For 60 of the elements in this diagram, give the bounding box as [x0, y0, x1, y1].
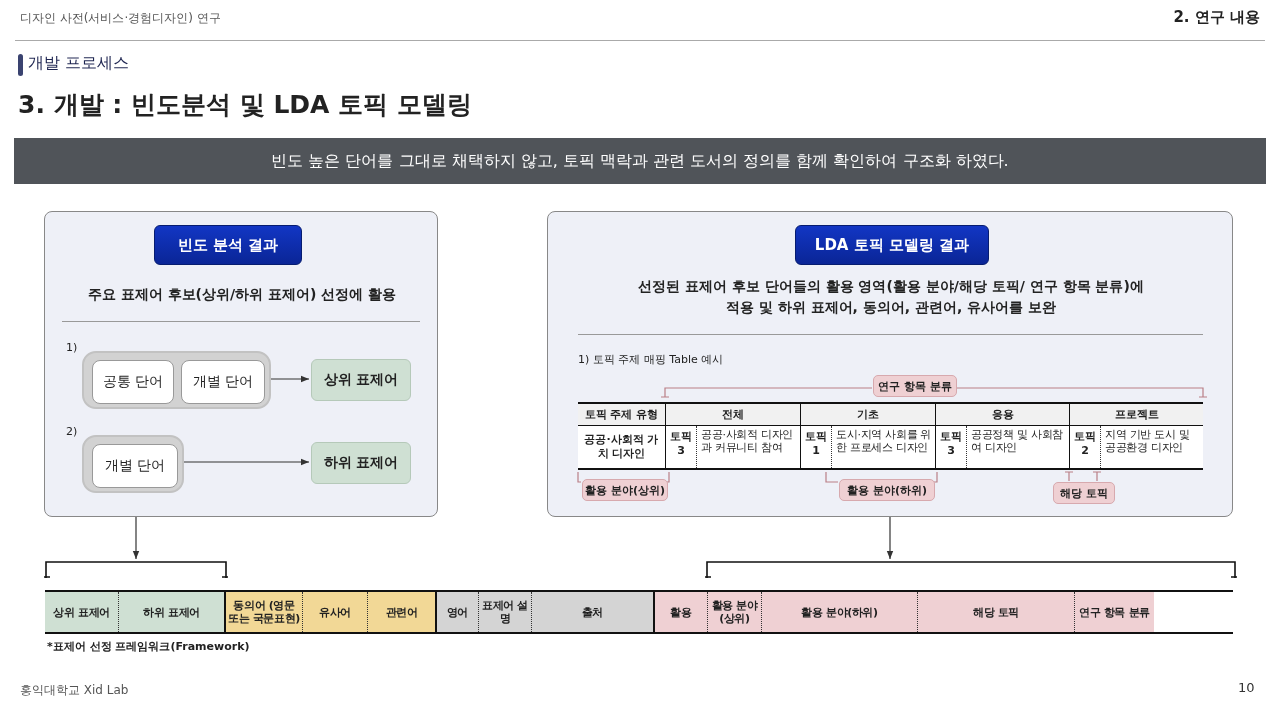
- page-number: 10: [1238, 680, 1255, 695]
- header-text: 디자인 사전(서비스·경험디자인) 연구: [20, 10, 221, 27]
- table-cell: 출처: [531, 592, 653, 632]
- table-header-cell: 기초: [800, 404, 935, 426]
- table-cell: 토픽 1: [800, 426, 832, 468]
- table-cell-text: 공공·사회적 디자인과 커뮤니티 참여: [700, 427, 794, 456]
- table-cell: 활용 분야(상위): [707, 592, 761, 632]
- panel-card: [44, 211, 438, 517]
- page-title: 3. 개발 : 빈도분석 및 LDA 토픽 모델링: [18, 89, 472, 121]
- table-cell: 표제어 설명: [478, 592, 531, 632]
- footnote: *표제어 선정 프레임워크(Framework): [47, 639, 250, 654]
- table-cell: 활용 분야(하위): [761, 592, 917, 632]
- arrow: [270, 375, 310, 383]
- term-box: 상위 표제어: [311, 359, 411, 401]
- table-cell: 상위 표제어: [45, 592, 118, 632]
- panel-subtitle: 주요 표제어 후보(상위/하위 표제어) 선정에 활용: [86, 285, 398, 304]
- subsection-label: 개발 프로세스: [28, 53, 130, 74]
- heading-pill: 빈도 분석 결과: [154, 225, 302, 265]
- bracket: [44, 560, 228, 578]
- table-caption: 1) 토픽 주제 매핑 Table 예시: [578, 352, 724, 367]
- table-cell: 해당 토픽: [917, 592, 1074, 632]
- table-cell: 관련어: [367, 592, 435, 632]
- group-box: [82, 351, 271, 409]
- summary-banner: 빈도 높은 단어를 그대로 채택하지 않고, 토픽 맥락과 관련 도서의 정의를 함께 확인하여 구조화 하였다.: [14, 138, 1266, 184]
- tag-label: 연구 항목 분류: [873, 375, 957, 397]
- word-box: 개별 단어: [92, 444, 178, 488]
- section-label: 2. 연구 내용: [1173, 8, 1260, 27]
- table-header-cell: 응용: [935, 404, 1069, 426]
- table-cell: 동의어 (영문 또는 국문표현): [224, 592, 302, 632]
- tag-label: 활용 분야(상위): [582, 479, 668, 501]
- arrow: [183, 458, 310, 466]
- arrow: [132, 516, 140, 560]
- table-header-cell: 토픽 주제 유형: [578, 404, 665, 426]
- table-cell: 유사어: [302, 592, 367, 632]
- table-cell: 연구 항목 분류: [1074, 592, 1154, 632]
- table-cell: 토픽 3: [935, 426, 967, 468]
- panel-subtitle: 선정된 표제어 후보 단어들의 활용 영역(활용 분야/해당 토픽/ 연구 항목 분류)에 적용 및 하위 표제어, 동의어, 관련어, 유사어를 보완: [637, 277, 1145, 317]
- arrow: [886, 516, 894, 560]
- table-cell-text: 공공·사회적 가치 디자인: [583, 432, 660, 462]
- heading-pill: LDA 토픽 모델링 결과: [795, 225, 989, 265]
- step-number: 2): [66, 425, 78, 438]
- table-cell: 토픽 2: [1069, 426, 1101, 468]
- table-cell: 활용: [653, 592, 707, 632]
- table-cell: 토픽 3: [665, 426, 697, 468]
- word-box: 개별 단어: [181, 360, 265, 404]
- table-header-cell: 프로젝트: [1069, 404, 1203, 426]
- table-cell: 영어: [435, 592, 478, 632]
- bracket: [705, 560, 1237, 578]
- table-cell-text: 지역 기반 도시 및 공공환경 디자인: [1104, 427, 1191, 456]
- table-cell: 하위 표제어: [118, 592, 224, 632]
- table-cell-text: 도시·지역 사회를 위한 프로세스 디자인: [835, 427, 933, 456]
- term-box: 하위 표제어: [311, 442, 411, 484]
- step-number: 1): [66, 341, 78, 354]
- tag-label: 활용 분야(하위): [839, 479, 935, 501]
- tag-label: 해당 토픽: [1053, 482, 1115, 504]
- table-header-cell: 전체: [665, 404, 800, 426]
- footer-text: 홍익대학교 Xid Lab: [20, 682, 129, 699]
- table-cell-text: 공공정책 및 사회참여 디자인: [970, 427, 1064, 456]
- group-box: [82, 435, 184, 493]
- word-box: 공통 단어: [92, 360, 174, 404]
